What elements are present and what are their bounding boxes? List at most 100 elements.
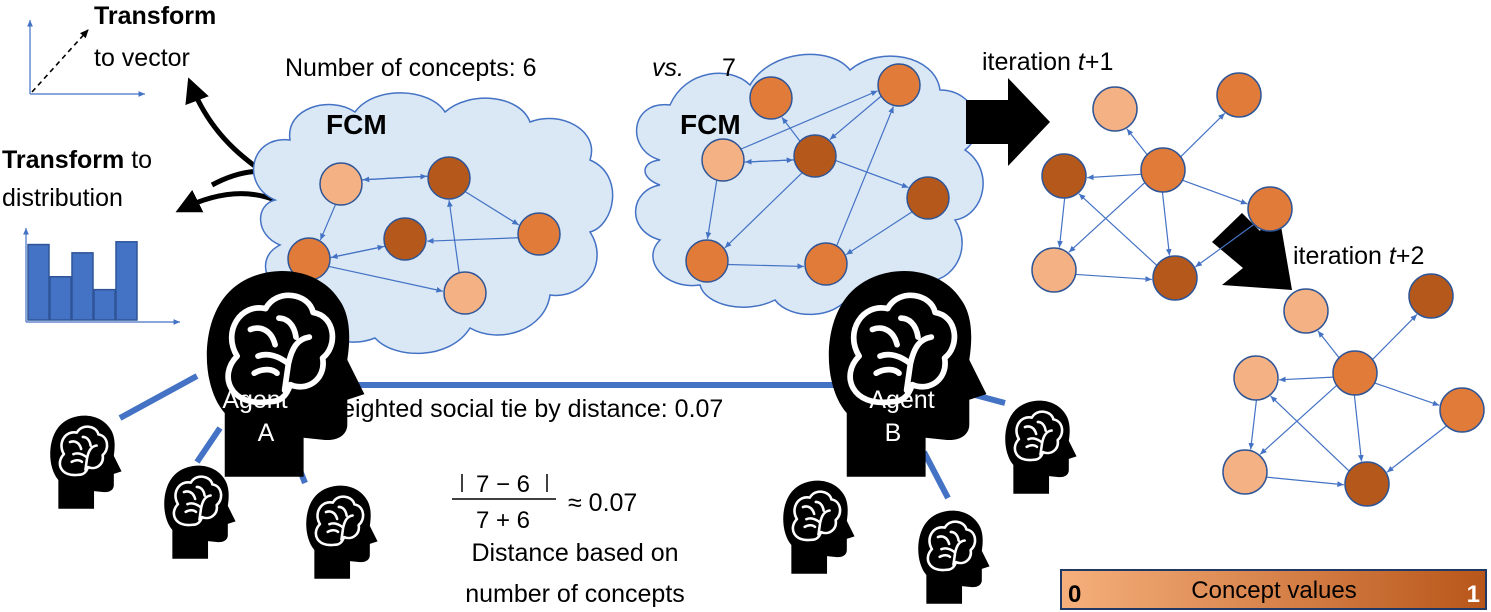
social-tie-b3 (974, 392, 1006, 406)
num-concepts-a: Number of concepts: 6 (285, 54, 537, 82)
social-tie-b2 (921, 450, 951, 500)
concept-node (749, 76, 793, 120)
social-tie-label: Weighted social tie by distance: 0.07 (318, 395, 723, 423)
num-concepts-vs: vs. (652, 54, 684, 82)
network-edge (319, 204, 337, 241)
network-edge (1279, 376, 1334, 383)
iteration-t1-network (1031, 72, 1293, 301)
formula-result: ≈ 0.07 (568, 489, 637, 517)
concept-node (701, 138, 745, 182)
concept-node (1344, 461, 1390, 507)
network-edge (740, 90, 878, 150)
fcm-b-network (685, 63, 950, 286)
network-edge (1057, 198, 1066, 248)
agent-b-label-line1: Agent (869, 386, 934, 414)
network-edge (1078, 193, 1158, 266)
network-edge (836, 106, 895, 246)
neighbor-b3-head-icon (1003, 399, 1078, 496)
iteration-t2-network (1222, 273, 1485, 507)
network-edge (331, 245, 386, 259)
agent-b-label-box (856, 416, 918, 448)
concept-node (1216, 72, 1262, 118)
concept-node (1092, 86, 1138, 132)
network-edge (1087, 173, 1142, 181)
network-edge (1353, 395, 1364, 462)
legend-min-label: 0 (1068, 581, 1081, 608)
concept-node (427, 156, 471, 200)
transform-vector-title: Transform (94, 2, 216, 30)
network-edge (447, 200, 460, 273)
network-edge (1270, 395, 1350, 472)
network-edge (1317, 330, 1340, 358)
concept-node (1041, 153, 1087, 199)
concept-node (1140, 147, 1186, 193)
network-edge (1161, 192, 1172, 256)
concept-node (685, 239, 729, 283)
formula-denominator: 7 + 6 (476, 507, 530, 534)
concept-node (1439, 387, 1485, 433)
network-edge (1126, 128, 1148, 155)
social-tie-a2 (194, 426, 223, 464)
network-edge (464, 191, 520, 226)
network-edge (328, 265, 443, 293)
fcm-a-label: FCM (326, 109, 387, 140)
network-edge (744, 157, 794, 164)
iteration-arrow-1 (966, 78, 1050, 166)
network-edge (1068, 182, 1146, 253)
fcm-a-network (287, 156, 561, 315)
concept-node (793, 134, 837, 178)
concept-node (443, 271, 487, 315)
formula-numerator: 7 − 6 (476, 471, 530, 498)
network-edge (1386, 425, 1447, 473)
concept-node (1332, 350, 1378, 396)
concept-node (1283, 288, 1329, 334)
iteration-t2-label: iteration t+2 (1293, 242, 1424, 270)
legend-title: Concept values (1191, 577, 1356, 604)
histogram-bar (115, 241, 138, 321)
neighbor-a2-head-icon (162, 464, 237, 561)
agent-a-label-box (233, 416, 295, 448)
neighbor-a3-head-icon (304, 484, 379, 581)
network-edge (1195, 223, 1255, 268)
network-edge (1182, 179, 1248, 205)
histogram-bar (93, 288, 116, 321)
transform-distribution-subtitle: distribution (2, 184, 123, 212)
network-edge (1075, 273, 1152, 282)
agent-b-label-line2: B (885, 419, 902, 447)
concept-node (1233, 355, 1279, 401)
network-edge (845, 211, 913, 256)
neighbor-b2-head-icon (916, 509, 991, 606)
concept-node (517, 212, 561, 256)
network-edge (427, 237, 519, 244)
fcm-b-label: FCM (680, 109, 741, 140)
network-edge (829, 95, 882, 140)
network-edge (724, 172, 803, 249)
iteration-t1-label: iteration t+1 (982, 48, 1113, 76)
agent-a-label-line2: A (258, 419, 275, 447)
distance-caption-line2: number of concepts (465, 580, 685, 608)
concept-node (877, 63, 921, 107)
histogram-bar (49, 276, 72, 321)
num-concepts-b: 7 (722, 54, 736, 82)
legend-max-label: 1 (1467, 581, 1480, 608)
distance-formula (452, 474, 556, 500)
network-edge (1248, 400, 1258, 450)
network-edge (1180, 112, 1226, 158)
network-edge (362, 175, 428, 183)
concept-values-legend (1060, 569, 1487, 610)
concept-node (906, 176, 950, 220)
neighbor-b1-head-icon (781, 479, 856, 576)
histogram-bar (71, 252, 94, 321)
network-edge (781, 116, 801, 142)
transform-distribution-title: Transform to (2, 146, 152, 174)
histogram-chart (23, 228, 180, 325)
network-edge (727, 263, 804, 270)
network-edge (1372, 314, 1418, 360)
vector-axes-icon (27, 20, 145, 97)
neighbor-a1-head-icon (48, 414, 123, 511)
concept-node (383, 217, 427, 261)
concept-node (1408, 273, 1454, 319)
concept-node (1247, 186, 1293, 232)
transform-vector-subtitle: to vector (94, 44, 190, 72)
